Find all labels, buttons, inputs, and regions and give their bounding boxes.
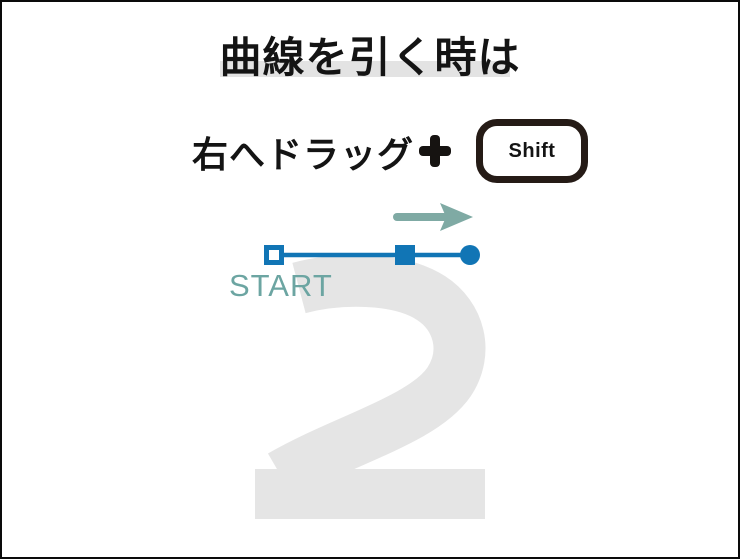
pen-path-diagram — [264, 245, 480, 265]
plus-icon — [419, 135, 451, 167]
drag-instruction-label: 右へドラッグ — [192, 134, 415, 175]
drag-arrow-icon — [393, 203, 473, 231]
start-label: START — [229, 268, 333, 303]
shift-key-label: Shift — [508, 139, 556, 162]
anchor-point-icon — [395, 245, 415, 265]
step-number-numeral: 2 — [255, 254, 486, 519]
numeral-two-curve — [267, 254, 486, 499]
page-title: 曲線を引く時は — [219, 34, 521, 81]
plus-icon-vertical-bar — [430, 135, 440, 167]
handle-end-icon — [460, 245, 480, 265]
start-anchor-icon — [264, 245, 284, 265]
shift-key: Shift — [476, 119, 588, 183]
title-highlight-bar — [220, 61, 510, 77]
drag-arrow-head — [440, 203, 473, 231]
numeral-two-base-bar — [255, 469, 485, 519]
